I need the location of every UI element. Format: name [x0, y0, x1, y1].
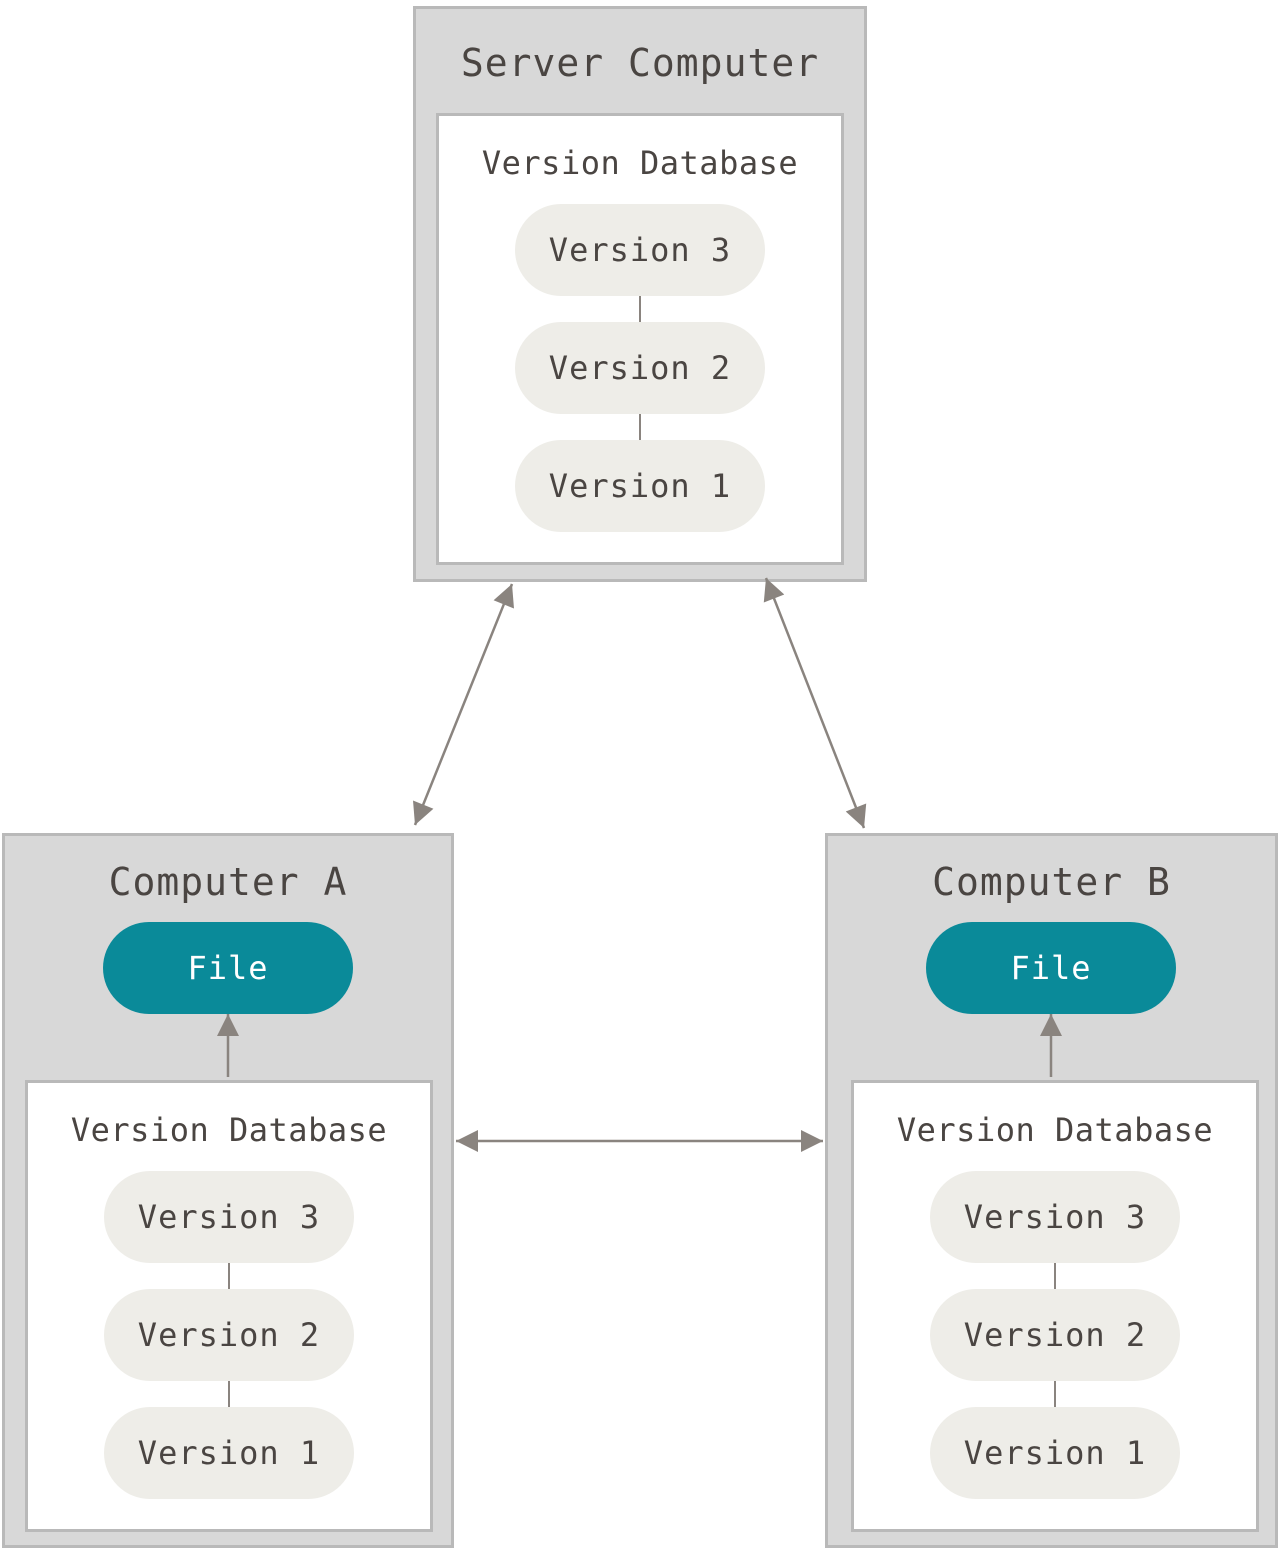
server-link-2-1: [639, 414, 641, 440]
computer-a-version-3: Version 3: [104, 1171, 354, 1263]
server-computer-title: Server Computer: [460, 41, 820, 85]
server-db-title: Version Database: [481, 144, 799, 182]
server-computer-box: Server Computer Version Database Version…: [413, 6, 867, 582]
computer-b-db-title: Version Database: [896, 1111, 1214, 1149]
server-version-3: Version 3: [515, 204, 765, 296]
server-version-1: Version 1: [515, 440, 765, 532]
computer-b-link-3-2: [1054, 1263, 1056, 1289]
computer-b-link-2-1: [1054, 1381, 1056, 1407]
computer-a-link-3-2: [228, 1263, 230, 1289]
computer-b-file: File: [926, 922, 1176, 1014]
computer-a-version-database: Version Database Version 3 Version 2 Ver…: [25, 1080, 433, 1532]
computer-b-title: Computer B: [932, 860, 1171, 904]
computer-a-file: File: [103, 922, 353, 1014]
computer-a-title: Computer A: [108, 860, 348, 904]
server-version-database: Version Database Version 3 Version 2 Ver…: [436, 113, 844, 565]
computer-a-db-title: Version Database: [70, 1111, 388, 1149]
server-version-2: Version 2: [515, 322, 765, 414]
computer-a-version-2: Version 2: [104, 1289, 354, 1381]
arrow-server-computer-b: [763, 577, 867, 829]
server-link-3-2: [639, 296, 641, 322]
computer-a-link-2-1: [228, 1381, 230, 1407]
computer-b-version-3: Version 3: [930, 1171, 1180, 1263]
computer-b-box: Computer B File Version Database Version…: [825, 833, 1278, 1548]
computer-b-version-1: Version 1: [930, 1407, 1180, 1499]
computer-b-version-2: Version 2: [930, 1289, 1180, 1381]
computer-a-version-1: Version 1: [104, 1407, 354, 1499]
computer-b-version-database: Version Database Version 3 Version 2 Ver…: [851, 1080, 1259, 1532]
arrow-server-computer-a: [413, 583, 514, 826]
computer-a-box: Computer A File Version Database Version…: [2, 833, 454, 1548]
